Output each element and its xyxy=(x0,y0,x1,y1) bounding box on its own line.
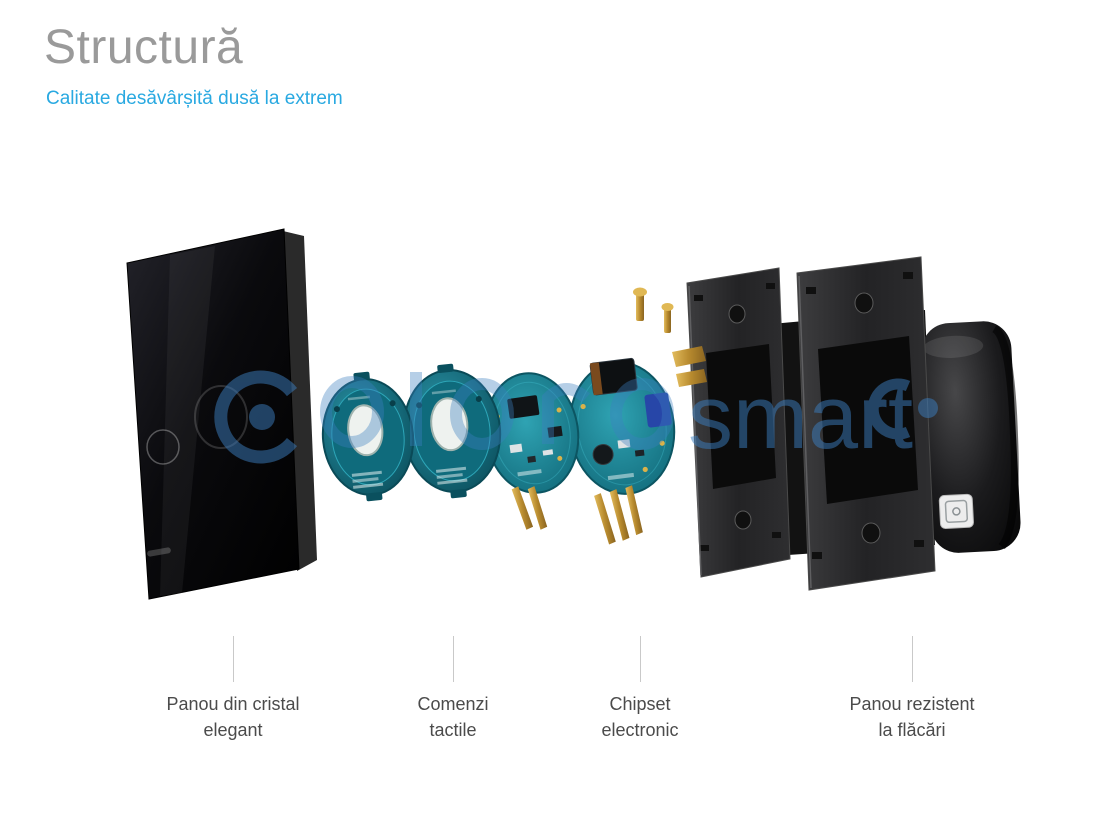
touch-module-2 xyxy=(402,363,502,499)
caption-glass-panel-line1: Panou din cristal xyxy=(166,694,300,714)
touch-circle-small xyxy=(146,429,180,465)
page-title: Structură xyxy=(44,21,244,74)
touch-module-1 xyxy=(321,371,415,502)
watermark-glyphs xyxy=(320,372,674,450)
glass-panel xyxy=(126,228,317,600)
page-subtitle: Calitate desăvârșită dusă la extrem xyxy=(46,88,343,109)
caption-touch-controls-line2: tactile xyxy=(429,720,477,740)
mounting-frame-2 xyxy=(796,256,936,591)
watermark-logo-icon xyxy=(214,370,298,464)
caption-flame-resistant-line1: Panou rezistent xyxy=(849,694,975,714)
circuit-board-1 xyxy=(484,372,580,530)
circuit-board-2 xyxy=(568,357,676,545)
caption-touch-controls: Comenzi tactile xyxy=(343,636,563,743)
brass-screws xyxy=(633,287,707,387)
callout-line-2 xyxy=(452,636,454,682)
caption-flame-resistant-line2: la flăcări xyxy=(878,720,946,740)
caption-chipset-line2: electronic xyxy=(601,720,679,740)
callout-line-1 xyxy=(232,636,234,682)
callout-line-3 xyxy=(639,636,641,682)
watermark: smart xyxy=(214,368,938,468)
caption-glass-panel-line2: elegant xyxy=(203,720,263,740)
caption-chipset-line1: Chipset xyxy=(609,694,671,714)
page-header: Structură Calitate desăvârșită dusă la e… xyxy=(44,20,343,110)
caption-flame-resistant: Panou rezistent la flăcări xyxy=(802,636,1022,743)
mounting-frame-1 xyxy=(686,267,791,578)
rear-housing xyxy=(921,321,1021,553)
housing-connector-button xyxy=(938,493,974,530)
caption-touch-controls-line1: Comenzi xyxy=(417,694,489,714)
caption-glass-panel: Panou din cristal elegant xyxy=(123,636,343,743)
callout-line-4 xyxy=(911,636,913,682)
brand-mark xyxy=(147,547,171,557)
caption-chipset: Chipset electronic xyxy=(530,636,750,743)
touch-circle-large xyxy=(194,385,248,449)
